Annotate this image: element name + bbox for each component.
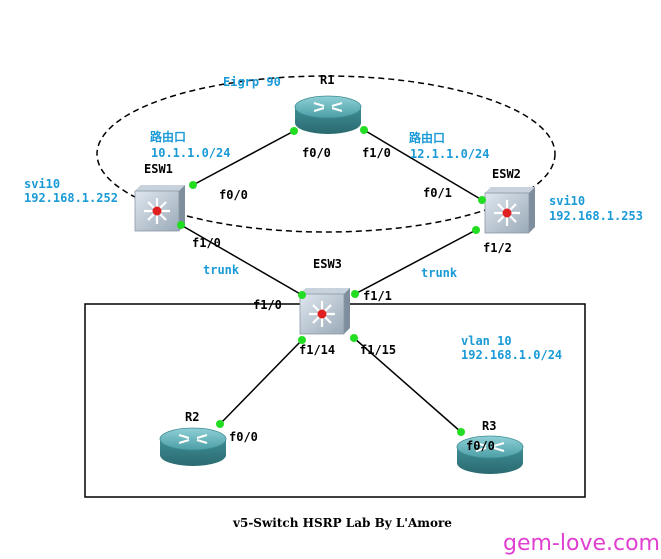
- router-icon: [159, 427, 227, 466]
- eigrp-label: Eigrp 90: [223, 75, 281, 89]
- port-label-esw3-f11: f1/1: [363, 289, 392, 303]
- trunk-left-label: trunk: [203, 263, 240, 277]
- esw1-svi-label: svi10: [24, 177, 60, 191]
- vlan-label: vlan 10: [461, 334, 512, 348]
- port-label-r1-f00: f0/0: [302, 146, 331, 160]
- routed-port-left-label: 路由口: [150, 129, 186, 144]
- port-label-esw1-f00: f0/0: [219, 188, 248, 202]
- port-dots: [177, 126, 486, 436]
- port-dot: [189, 181, 197, 189]
- port-label-esw2-f12: f1/2: [483, 241, 512, 255]
- multilayer-switch-icon: [484, 187, 535, 234]
- port-dot: [351, 290, 359, 298]
- port-dot: [298, 291, 306, 299]
- esw2-ip-label: 192.168.1.253: [549, 209, 643, 223]
- port-dot: [298, 336, 306, 344]
- port-dot: [216, 420, 224, 428]
- port-label-esw1-f10: f1/0: [192, 236, 221, 250]
- port-dot: [472, 226, 480, 234]
- watermark: gem-love.com: [503, 531, 660, 556]
- multilayer-switch-icon: [299, 288, 350, 335]
- label-esw2: ESW2: [492, 167, 521, 181]
- trunk-right-label: trunk: [421, 266, 458, 280]
- router-icon: [456, 435, 524, 474]
- subnet-right-label: 12.1.1.0/24: [410, 147, 489, 161]
- esw2-svi-label: svi10: [549, 194, 585, 208]
- multilayer-switch-icon: [134, 185, 185, 232]
- eigrp-domain-ellipse: [96, 75, 556, 233]
- label-r2: R2: [185, 410, 199, 424]
- router-r1[interactable]: [294, 95, 362, 134]
- link-esw1-esw3: [180, 224, 303, 296]
- subnet-left-label: 10.1.1.0/24: [151, 146, 230, 160]
- esw1-ip-label: 192.168.1.252: [24, 191, 118, 205]
- label-esw3: ESW3: [313, 257, 342, 271]
- routed-port-right-label: 路由口: [409, 130, 445, 145]
- router-r2[interactable]: [159, 427, 227, 466]
- label-esw1: ESW1: [144, 162, 173, 176]
- port-dot: [457, 428, 465, 436]
- port-label-r2-f00: f0/0: [229, 430, 258, 444]
- port-label-esw3-f115: f1/15: [360, 343, 396, 357]
- port-label-esw3-f114: f1/14: [299, 343, 335, 357]
- link-esw3-r2: [219, 339, 303, 425]
- port-label-r1-f10: f1/0: [362, 146, 391, 160]
- vlan-subnet-label: 192.168.1.0/24: [461, 348, 562, 362]
- port-label-r3-f00: f0/0: [466, 439, 495, 453]
- label-r3: R3: [482, 419, 496, 433]
- link-r1-esw1: [192, 130, 295, 186]
- port-dot: [350, 334, 358, 342]
- port-label-esw3-f10: f1/0: [253, 298, 282, 312]
- link-esw2-esw3: [354, 229, 477, 295]
- link-r1-esw2: [363, 129, 483, 201]
- links: [180, 129, 483, 433]
- port-dot: [478, 196, 486, 204]
- diagram-caption: v5-Switch HSRP Lab By L'Amore: [232, 516, 452, 530]
- switch-esw1[interactable]: [134, 185, 185, 232]
- router-r3[interactable]: [456, 435, 524, 474]
- switch-esw2[interactable]: [484, 187, 535, 234]
- port-dot: [177, 221, 185, 229]
- label-r1: R1: [320, 73, 334, 87]
- link-esw3-r3: [353, 337, 462, 433]
- router-icon: [294, 95, 362, 134]
- switch-esw3[interactable]: [299, 288, 350, 335]
- port-label-esw2-f01: f0/1: [423, 186, 452, 200]
- port-dot: [360, 126, 368, 134]
- port-dot: [290, 127, 298, 135]
